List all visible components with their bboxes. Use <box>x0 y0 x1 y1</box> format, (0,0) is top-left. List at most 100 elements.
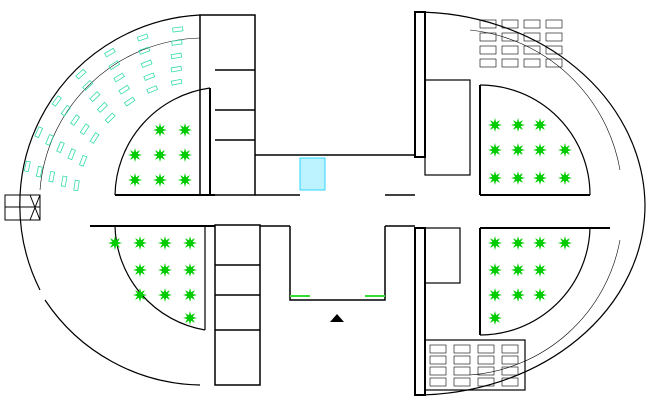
tree-icon <box>533 118 547 132</box>
tree-icon <box>158 263 172 277</box>
seat-row <box>73 179 80 192</box>
tree-icon <box>158 288 172 302</box>
desk <box>545 45 563 55</box>
right-wing <box>414 11 646 396</box>
tree-icon <box>183 288 197 302</box>
desk <box>501 19 519 29</box>
tree-icon <box>133 263 147 277</box>
tree-icon <box>488 263 502 277</box>
desk <box>477 355 495 365</box>
link-corridor <box>255 154 415 301</box>
seat-row <box>56 141 65 154</box>
tree-icon <box>558 171 572 185</box>
seat-row <box>108 60 121 71</box>
seat-row <box>82 79 94 91</box>
seat-row <box>89 91 101 103</box>
seat-row <box>48 170 56 183</box>
tree-icon <box>108 236 122 250</box>
desk <box>523 32 541 42</box>
seat-row <box>23 160 31 173</box>
tree-icon <box>488 288 502 302</box>
tree-icon <box>511 288 525 302</box>
tree-icon <box>511 143 525 157</box>
seat-row <box>140 59 153 68</box>
tree-icon <box>511 236 525 250</box>
desk <box>523 45 541 55</box>
tree-icon <box>153 148 167 162</box>
tree-icon <box>128 173 142 187</box>
desk <box>501 58 519 68</box>
seat-row <box>113 72 125 83</box>
seat-row <box>96 101 108 113</box>
tree-icon <box>533 236 547 250</box>
tree-icon <box>511 118 525 132</box>
right-outer-wall <box>414 11 646 396</box>
seat-row <box>45 133 54 146</box>
tree-icon <box>158 236 172 250</box>
tree-icon <box>488 143 502 157</box>
courtyard-trees <box>108 118 572 325</box>
left-wing <box>19 14 215 386</box>
desk <box>477 344 495 354</box>
seat-row <box>172 26 184 33</box>
desk <box>501 377 519 387</box>
entrance-arrow-icon <box>330 314 344 322</box>
desk <box>429 377 447 387</box>
desk <box>501 366 519 376</box>
seat-row <box>79 123 90 136</box>
tree-icon <box>511 263 525 277</box>
right-inner-arc-top <box>479 84 591 196</box>
seat-row <box>70 114 81 126</box>
seat-row <box>170 65 183 73</box>
seat-row <box>123 96 136 107</box>
tree-icon <box>133 288 147 302</box>
tree-icon <box>511 171 525 185</box>
tree-icon <box>533 171 547 185</box>
desk <box>501 355 519 365</box>
left-outer-wall <box>19 14 201 386</box>
desk <box>453 344 471 354</box>
desk <box>479 19 497 29</box>
tree-icon <box>533 263 547 277</box>
seat-row <box>170 52 183 60</box>
seat-row <box>171 39 183 46</box>
left-inner-arc-top <box>114 87 211 196</box>
desk <box>429 344 447 354</box>
tree-icon <box>178 148 192 162</box>
tree-icon <box>488 311 502 325</box>
tree-icon <box>128 148 142 162</box>
seat-row <box>146 85 159 94</box>
desk <box>501 344 519 354</box>
tree-icon <box>183 236 197 250</box>
desk <box>479 58 497 68</box>
stair-icon <box>4 194 41 221</box>
desk <box>479 32 497 42</box>
seat-row <box>143 72 156 81</box>
desk <box>523 58 541 68</box>
seat-row <box>138 46 151 55</box>
desk <box>523 19 541 29</box>
desk <box>429 366 447 376</box>
left-mid-arc-top <box>39 37 201 191</box>
seat-row <box>51 95 62 107</box>
seat-row <box>75 68 87 80</box>
desk <box>429 355 447 365</box>
seat-row <box>34 126 44 139</box>
seat-row <box>78 154 88 167</box>
desk <box>477 377 495 387</box>
desk <box>545 32 563 42</box>
right-inner-arc-bottom <box>479 227 591 336</box>
tree-icon <box>558 143 572 157</box>
desk <box>477 366 495 376</box>
left-service-core <box>199 14 261 386</box>
seat-row <box>35 165 43 178</box>
desk <box>545 58 563 68</box>
desk <box>453 377 471 387</box>
right-mid-arc <box>469 29 621 376</box>
seat-row <box>104 112 116 124</box>
tree-icon <box>133 236 147 250</box>
tree-icon <box>488 118 502 132</box>
tree-icon <box>533 143 547 157</box>
tree-icon <box>178 123 192 137</box>
